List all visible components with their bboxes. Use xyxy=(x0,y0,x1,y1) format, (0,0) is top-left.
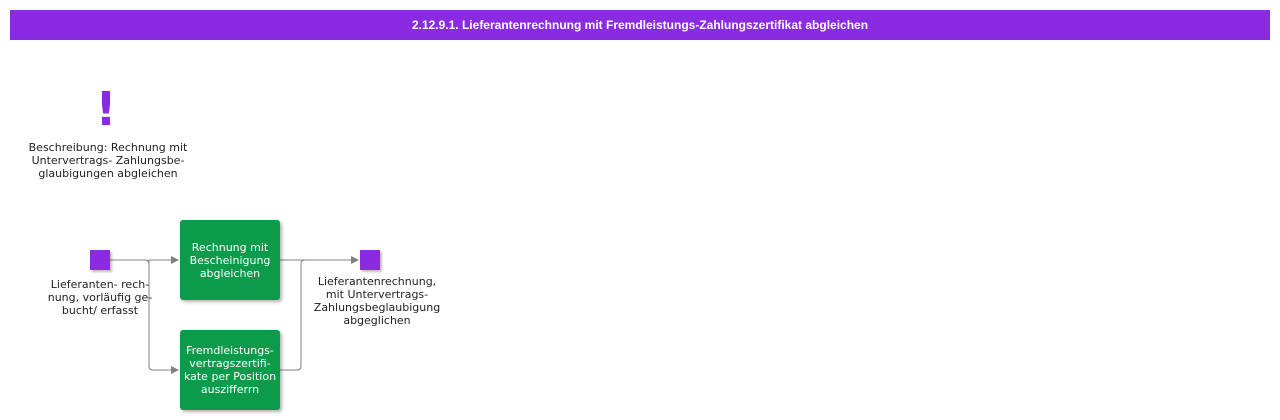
end-event[interactable] xyxy=(360,250,380,270)
start-event-label: Lieferanten- rech- nung, vorläufig ge- b… xyxy=(47,278,153,317)
exclamation-icon: ! xyxy=(95,82,117,136)
task-rechnung-abgleichen[interactable]: Rechnung mit Bescheinigung abgleichen xyxy=(180,220,280,300)
connector-start-task2 xyxy=(110,259,179,374)
connector-start-task1 xyxy=(110,256,179,265)
start-event[interactable] xyxy=(90,250,110,270)
connector-task2-join xyxy=(280,259,306,371)
task-zertifikate-ausziffern[interactable]: Fremdleistungs- vertragszertifi- kate pe… xyxy=(180,330,280,410)
description-text: Beschreibung: Rechnung mit Untervertrags… xyxy=(28,141,188,180)
end-event-label: Lieferantenrechnung, mit Untervertrags- … xyxy=(313,275,441,327)
page-title: 2.12.9.1. Lieferantenrechnung mit Fremdl… xyxy=(10,10,1270,40)
